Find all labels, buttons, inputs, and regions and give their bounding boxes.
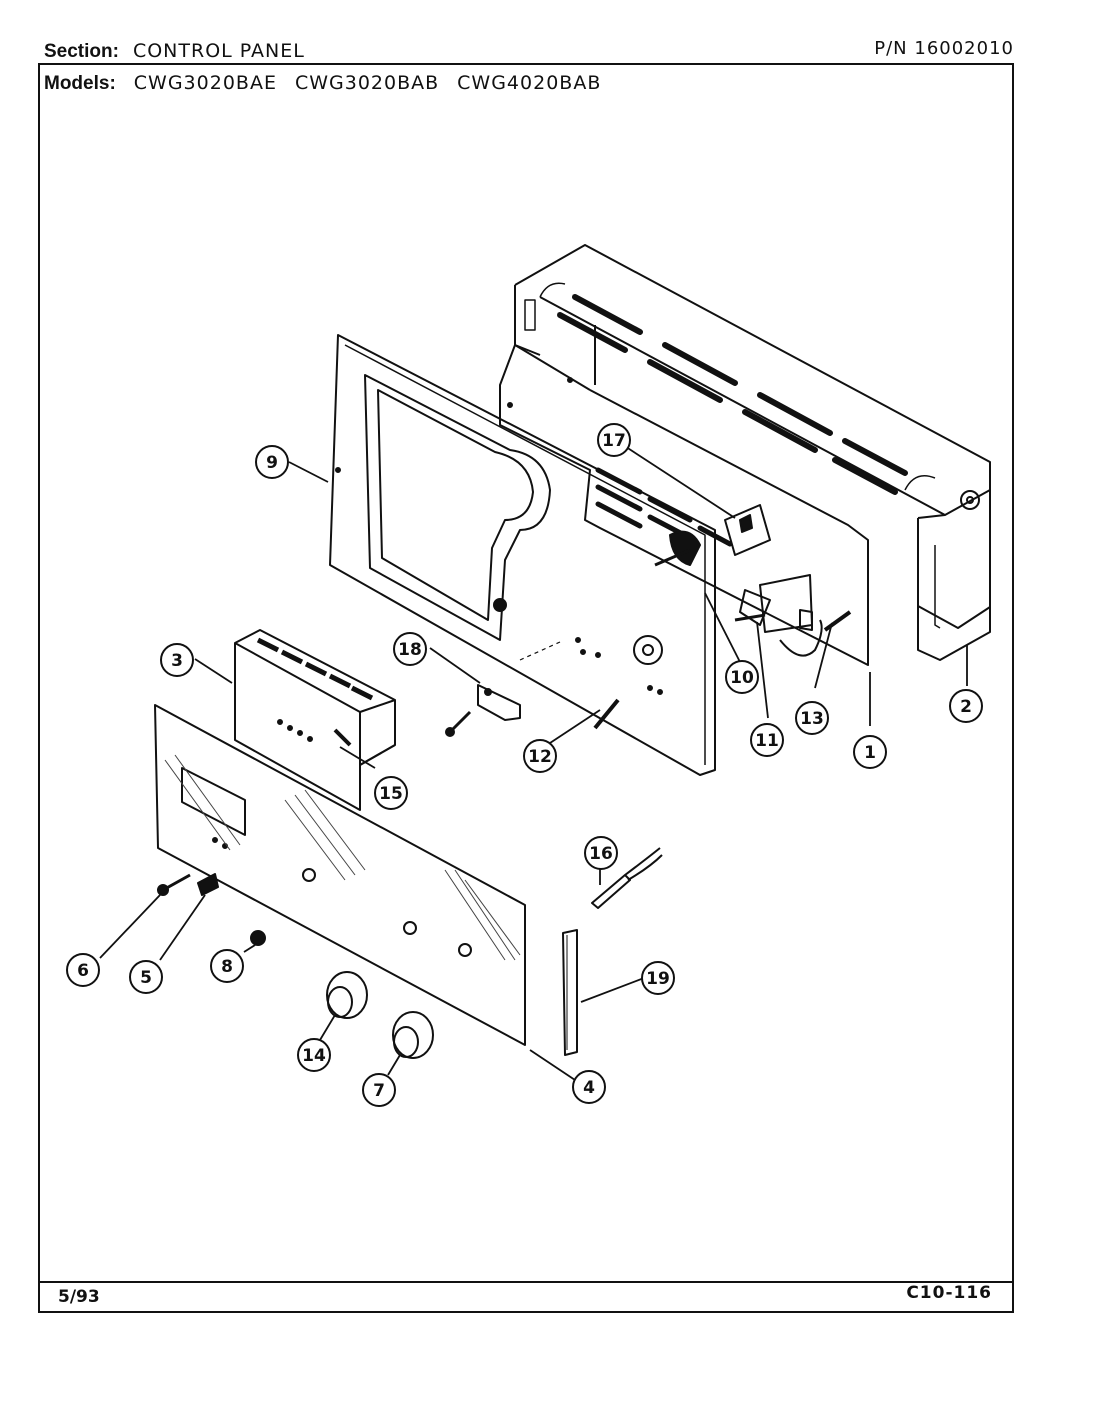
section-heading: Section: CONTROL PANEL: [44, 40, 305, 63]
callout-15: 15: [374, 776, 408, 810]
model-3: CWG4020BAB: [457, 72, 602, 94]
svg-text:8: 8: [221, 957, 233, 977]
svg-text:15: 15: [379, 784, 403, 804]
footer-code: C10-116: [906, 1283, 992, 1303]
callout-12: 12: [523, 739, 557, 773]
callout-7: 7: [362, 1073, 396, 1107]
svg-text:3: 3: [171, 651, 183, 671]
window-frame: [329, 334, 716, 776]
svg-text:19: 19: [646, 969, 670, 989]
leader-lines: [99, 442, 968, 1081]
model-2: CWG3020BAB: [294, 72, 440, 94]
svg-text:17: 17: [602, 431, 626, 451]
clock-module: [234, 629, 396, 811]
callout-16: 16: [584, 836, 618, 870]
trim-strip: [562, 929, 578, 1056]
switch-assembly: [654, 504, 823, 657]
callout-1: 1: [853, 735, 887, 769]
callout-14: 14: [297, 1038, 331, 1072]
callout-17: 17: [597, 423, 631, 457]
callout-9: 9: [255, 445, 289, 479]
svg-text:4: 4: [583, 1078, 595, 1098]
section-value: CONTROL PANEL: [132, 40, 305, 62]
model-1: CWG3020BAE: [133, 72, 277, 94]
models-heading: Models: CWG3020BAE CWG3020BAB CWG4020BAB: [44, 72, 601, 95]
callout-11: 11: [750, 723, 784, 757]
svg-text:2: 2: [960, 697, 972, 717]
svg-text:11: 11: [755, 731, 779, 751]
callout-8: 8: [210, 949, 244, 983]
svg-text:14: 14: [302, 1046, 326, 1066]
callout-5: 5: [129, 960, 163, 994]
part-number: P/N 16002010: [874, 38, 1014, 59]
svg-text:5: 5: [140, 968, 152, 988]
models-label: Models:: [44, 73, 116, 94]
svg-text:6: 6: [77, 961, 89, 981]
callout-19: 19: [641, 961, 675, 995]
callout-10: 10: [725, 660, 759, 694]
callouts: 9 17 3 18 10 11 13 1 2 12 15 16 19 6 5 8…: [66, 423, 983, 1107]
svg-text:12: 12: [528, 747, 552, 767]
svg-text:10: 10: [730, 668, 754, 688]
svg-text:7: 7: [373, 1081, 385, 1101]
section-label: Section:: [44, 41, 119, 62]
small-hardware: [157, 873, 266, 946]
rear-housing: [514, 244, 991, 661]
callout-4: 4: [572, 1070, 606, 1104]
footer-date: 5/93: [58, 1287, 100, 1307]
bracket: [445, 684, 521, 737]
callout-6: 6: [66, 953, 100, 987]
callout-3: 3: [160, 643, 194, 677]
screw-13: [823, 610, 852, 632]
callout-2: 2: [949, 689, 983, 723]
svg-text:9: 9: [266, 453, 278, 473]
svg-text:13: 13: [800, 709, 824, 729]
svg-text:16: 16: [589, 844, 613, 864]
svg-text:18: 18: [398, 640, 422, 660]
footer-rule: [38, 1281, 1014, 1283]
diagram-frame: [38, 63, 1014, 1313]
front-glass-panel: [154, 704, 526, 1046]
callout-18: 18: [393, 632, 427, 666]
sensor-probe: [591, 847, 663, 909]
knobs: [326, 971, 434, 1059]
callout-13: 13: [795, 701, 829, 735]
screw-12: [593, 698, 620, 730]
svg-text:1: 1: [864, 743, 876, 763]
